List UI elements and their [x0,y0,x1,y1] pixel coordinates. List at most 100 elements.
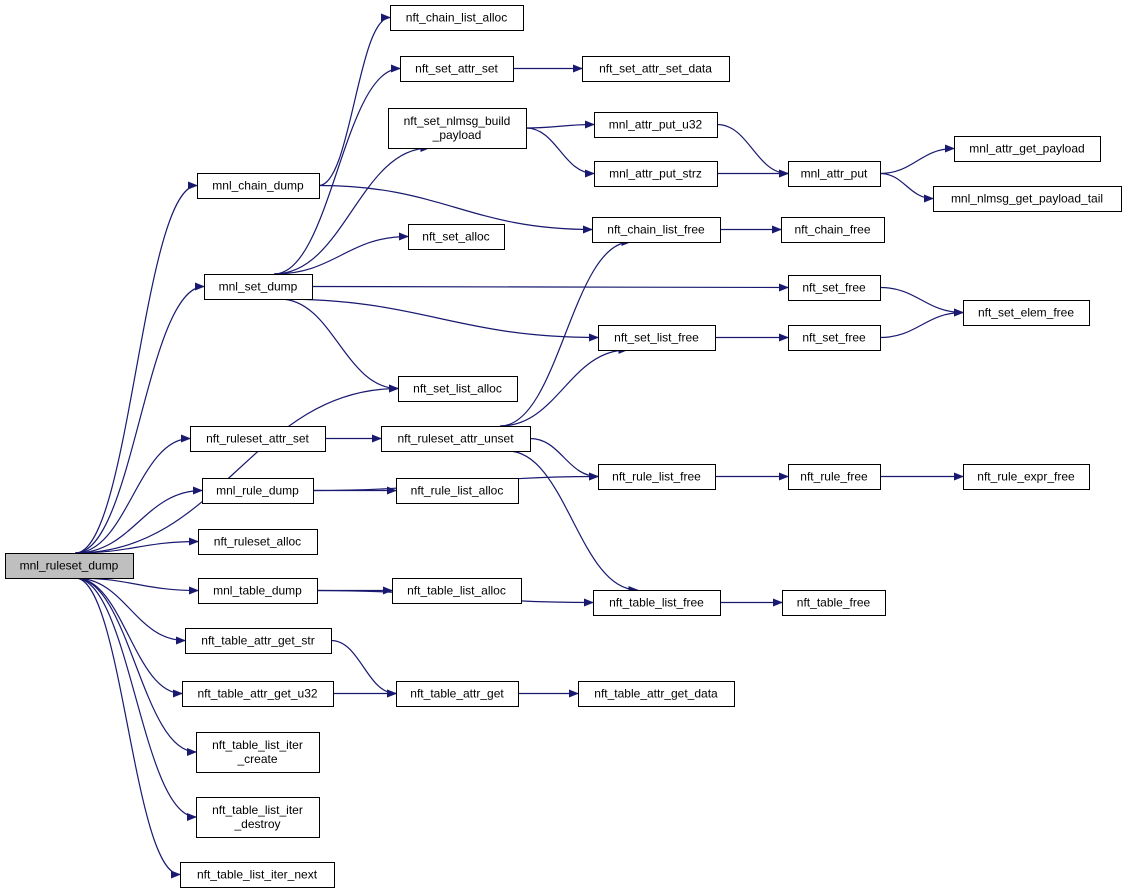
function-node-mnl-attr-put-u32[interactable]: mnl_attr_put_u32 [594,112,718,138]
function-node-root[interactable]: mnl_ruleset_dump [5,553,134,579]
node-box [963,464,1090,490]
node-box [582,56,730,82]
node-box [398,376,518,402]
function-node-nft-set-free-1[interactable]: nft_set_free [788,275,881,301]
function-node-nft-set-free-2[interactable]: nft_set_free [788,325,881,351]
function-node-nft-set-list-alloc[interactable]: nft_set_list_alloc [398,376,518,402]
function-node-nft-ruleset-alloc[interactable]: nft_ruleset_alloc [198,529,318,555]
node-box [196,797,320,838]
edge-nft-ruleset-attr-unset-to-nft-rule-list-free [529,437,599,481]
node-box [197,173,320,199]
edge-arrow [500,238,632,427]
function-node-nft-table-list-free[interactable]: nft_table_list_free [593,590,721,616]
node-label: nft_ruleset_alloc [214,535,301,549]
node-box [408,224,505,250]
edge-arrow [279,298,399,393]
edge-arrow [330,639,397,698]
node-label: nft_set_nlmsg_build [404,114,511,128]
edge-mnl-attr-put-u32-to-mnl-attr-put [716,123,789,178]
function-node-nft-ruleset-attr-set[interactable]: nft_ruleset_attr_set [190,426,326,452]
node-label: nft_ruleset_attr_set [206,432,309,446]
node-box [598,325,716,351]
function-node-nft-chain-list-free[interactable]: nft_chain_list_free [592,217,721,243]
node-label: mnl_attr_put_u32 [609,118,703,132]
function-node-nft-set-attr-set[interactable]: nft_set_attr_set [400,56,514,82]
node-box [782,590,886,616]
function-node-nft-set-elem-free[interactable]: nft_set_elem_free [963,300,1090,326]
node-box [788,161,881,187]
function-node-mnl-attr-put[interactable]: mnl_attr_put [788,161,881,187]
node-label: nft_table_list_free [609,596,704,610]
function-node-nft-table-attr-get[interactable]: nft_table_attr_get [396,681,519,707]
edge-arrow [879,286,964,317]
node-label: nft_rule_list_alloc [411,484,504,498]
edge-arrow [75,577,181,879]
function-node-nft-set-list-free[interactable]: nft_set_list_free [598,325,716,351]
function-node-nft-set-alloc[interactable]: nft_set_alloc [408,224,505,250]
edge-arrow [75,384,399,554]
edge-arrow [318,184,593,234]
function-node-mnl-attr-get-payload[interactable]: mnl_attr_get_payload [954,136,1101,162]
node-label: nft_ruleset_attr_unset [397,432,514,446]
edge-root-to-mnl-rule-dump [75,486,203,554]
function-node-nft-set-nlmsg-build-payload[interactable]: nft_set_nlmsg_build_payload [388,108,527,149]
function-node-nft-set-attr-set-data[interactable]: nft_set_attr_set_data [582,56,730,82]
function-node-nft-rule-free[interactable]: nft_rule_free [788,464,881,490]
edge-arrow [75,537,199,554]
node-box [185,628,332,654]
function-node-nft-chain-free[interactable]: nft_chain_free [781,217,885,243]
edge-arrow [716,123,789,178]
function-node-nft-table-attr-get-data[interactable]: nft_table_attr_get_data [578,681,735,707]
node-label: nft_chain_list_free [607,223,705,237]
function-node-nft-table-list-iter-destroy[interactable]: nft_table_list_iter_destroy [196,797,320,838]
function-node-nft-table-free[interactable]: nft_table_free [782,590,886,616]
node-label: _create [236,752,277,766]
node-box [388,108,527,149]
edge-root-to-nft-table-attr-get-u32 [75,577,183,698]
function-node-nft-table-list-alloc[interactable]: nft_table_list_alloc [392,578,522,604]
node-label: mnl_nlmsg_get_payload_tail [951,192,1103,206]
edge-arrow [311,283,789,292]
function-node-nft-table-list-iter-next[interactable]: nft_table_list_iter_next [180,862,335,888]
edge-arrow [75,577,197,821]
node-label: _payload [432,128,482,142]
node-label: mnl_chain_dump [212,179,304,193]
node-label: mnl_attr_put_strz [609,167,702,181]
node-label: nft_chain_free [794,223,870,237]
node-label: nft_set_attr_set [415,62,498,76]
edge-root-to-nft-table-list-iter-destroy [75,577,197,821]
edge-nft-ruleset-attr-unset-to-nft-chain-list-free [500,238,632,427]
edge-root-to-mnl-set-dump [75,282,205,554]
function-node-mnl-rule-dump[interactable]: mnl_rule_dump [202,478,314,504]
node-box [594,112,718,138]
node-box [933,186,1122,212]
function-node-mnl-set-dump[interactable]: mnl_set_dump [204,274,313,300]
function-node-mnl-nlmsg-get-payload-tail[interactable]: mnl_nlmsg_get_payload_tail [933,186,1122,212]
node-label: nft_table_list_iter [212,803,303,817]
edge-root-to-nft-set-list-alloc [75,384,399,554]
function-node-nft-chain-list-alloc[interactable]: nft_chain_list_alloc [390,5,524,31]
edge-mnl-set-dump-to-nft-set-list-alloc [279,298,399,393]
edge-mnl-set-dump-to-nft-set-list-free [279,298,599,342]
node-label: nft_rule_free [800,470,868,484]
function-node-mnl-table-dump[interactable]: mnl_table_dump [198,578,318,604]
node-box [182,681,334,707]
edge-arrow [75,282,205,554]
function-node-nft-rule-list-free[interactable]: nft_rule_list_free [598,464,716,490]
node-label: nft_set_free [802,331,866,345]
function-node-nft-table-attr-get-str[interactable]: nft_table_attr_get_str [185,628,332,654]
node-box [396,681,519,707]
function-node-nft-table-attr-get-u32[interactable]: nft_table_attr_get_u32 [182,681,334,707]
function-node-mnl-attr-put-strz[interactable]: mnl_attr_put_strz [594,161,718,187]
function-node-nft-rule-expr-free[interactable]: nft_rule_expr_free [963,464,1090,490]
function-node-nft-ruleset-attr-unset[interactable]: nft_ruleset_attr_unset [381,426,531,452]
node-box [788,275,881,301]
node-box [954,136,1101,162]
function-node-nft-table-list-iter-create[interactable]: nft_table_list_iter_create [196,732,320,773]
edge-arrow [75,577,197,756]
node-label: mnl_attr_get_payload [969,142,1084,156]
function-node-mnl-chain-dump[interactable]: mnl_chain_dump [197,173,320,199]
function-node-nft-rule-list-alloc[interactable]: nft_rule_list_alloc [396,478,519,504]
node-label: nft_set_elem_free [978,306,1074,320]
edge-arrow [879,144,955,175]
